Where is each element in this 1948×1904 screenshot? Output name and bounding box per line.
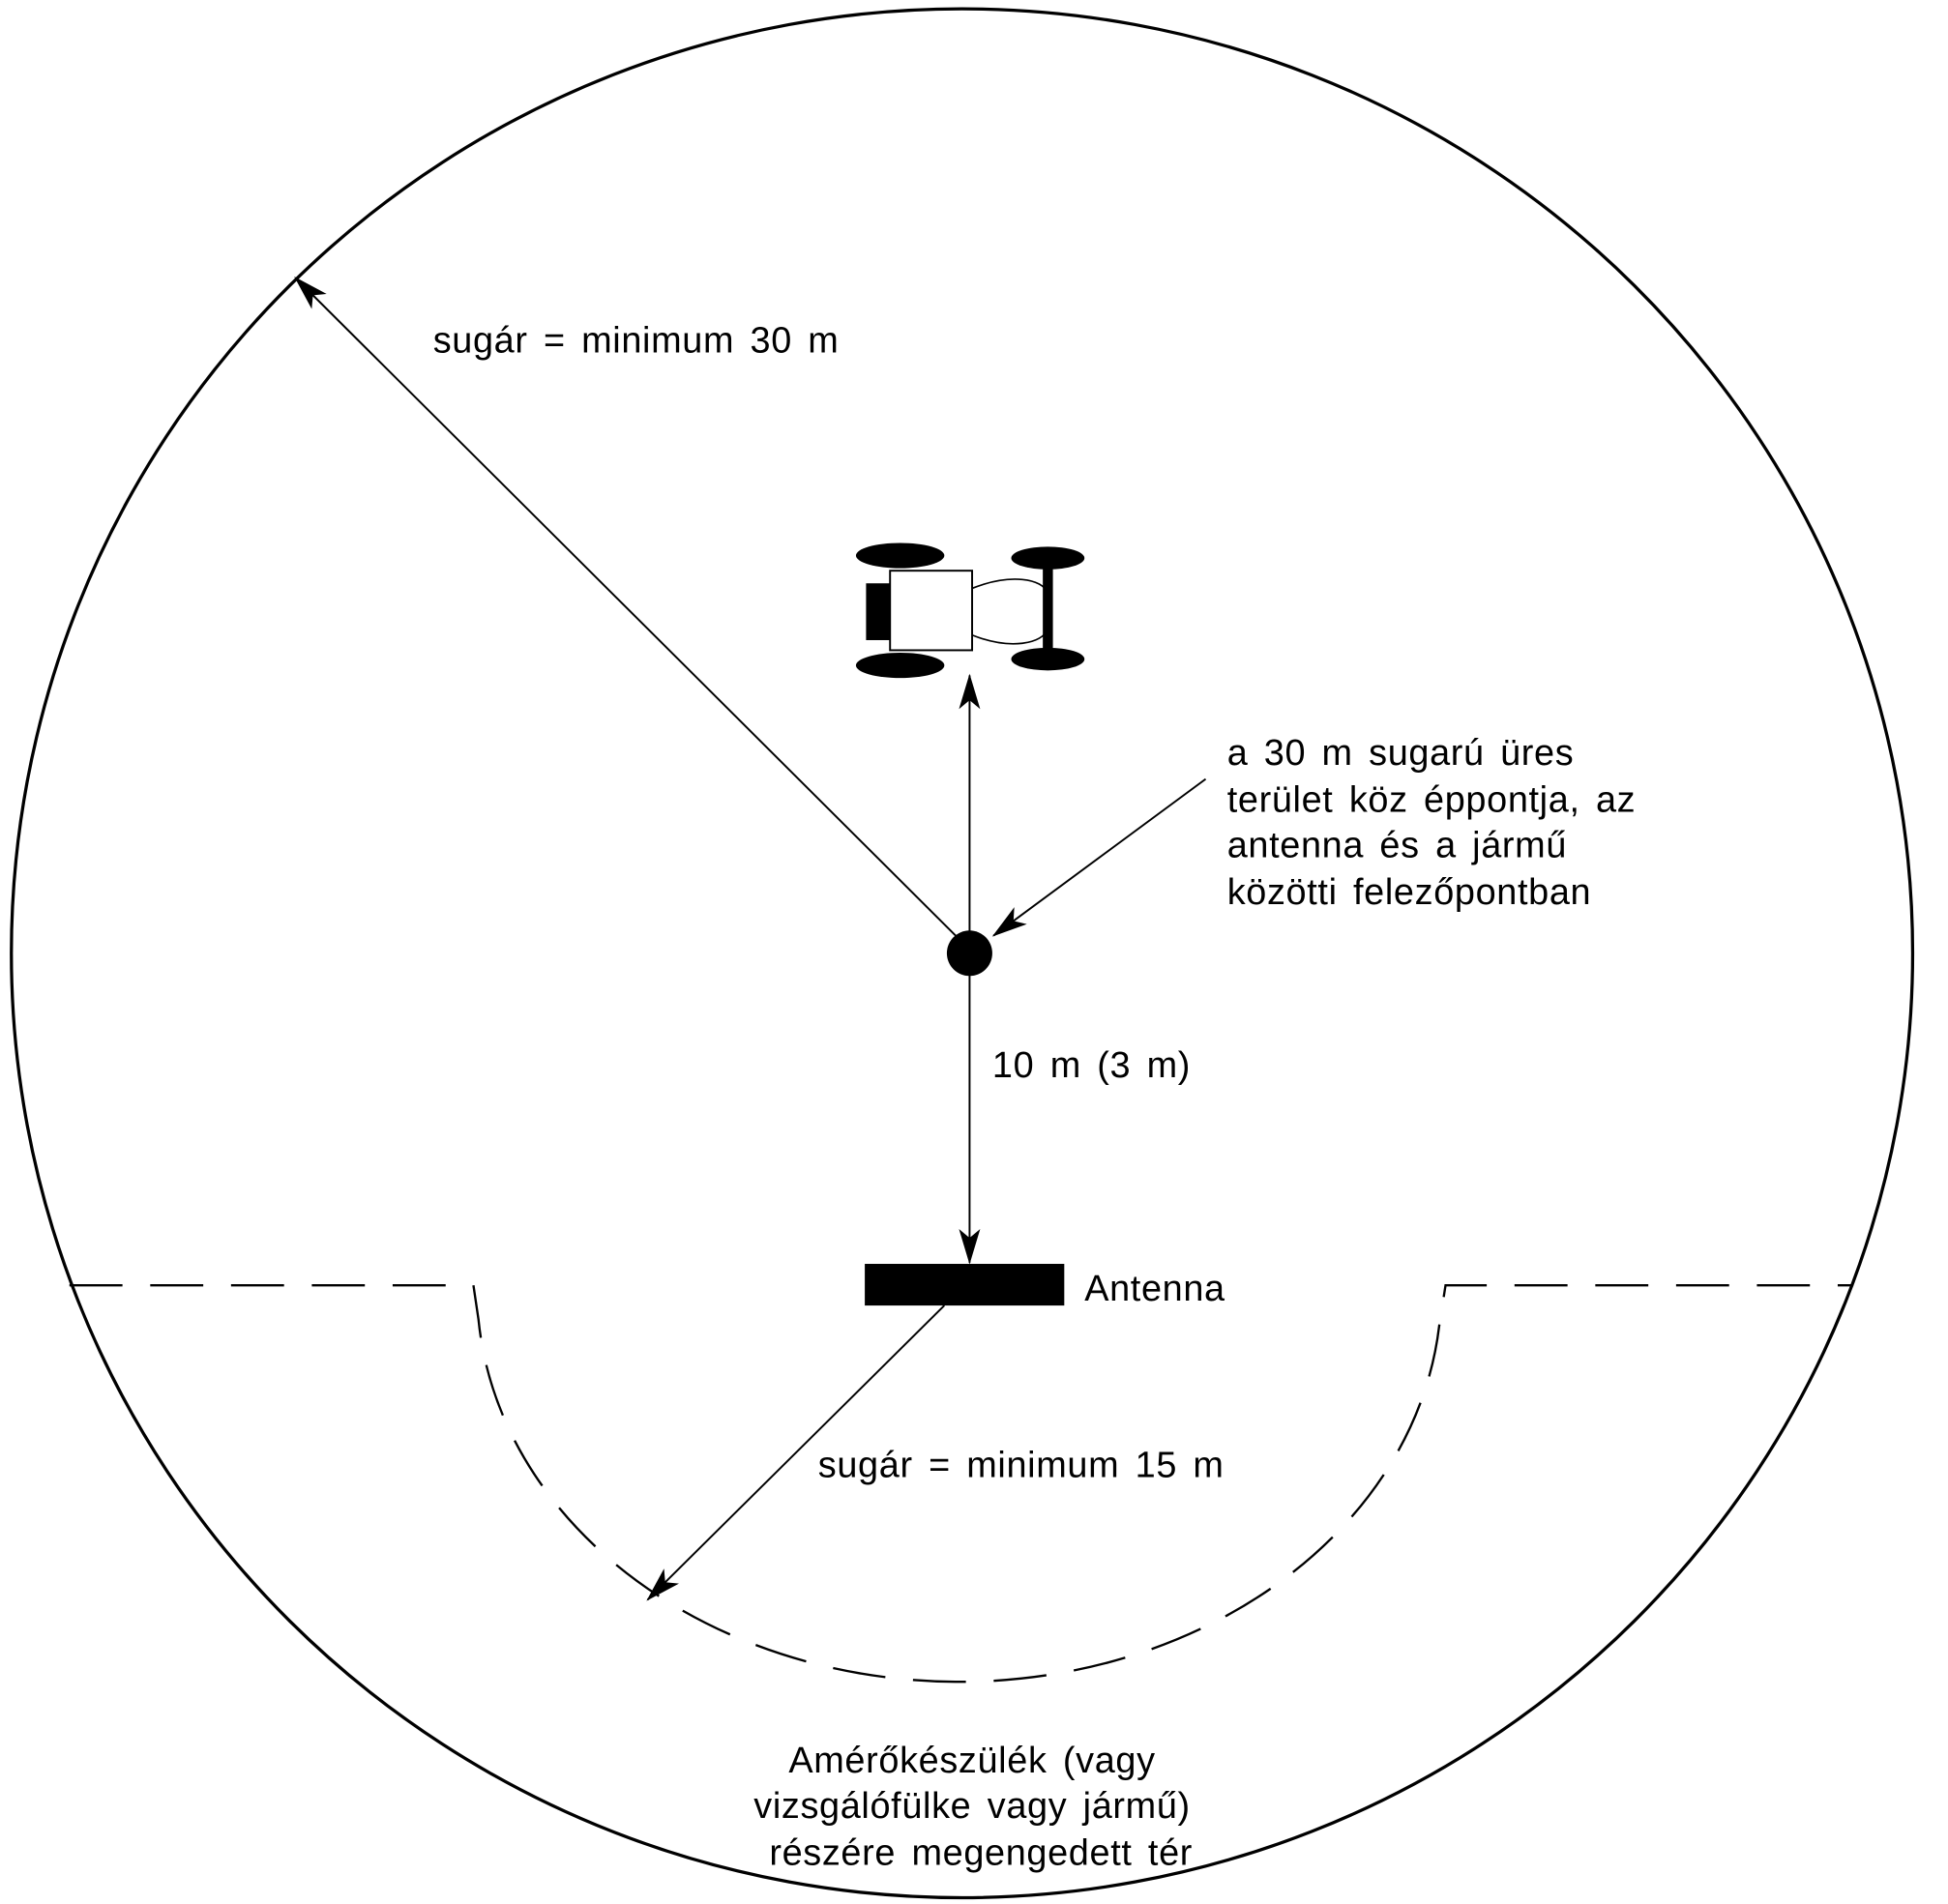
midpoint-note-line-3: antenna és a jármű xyxy=(1227,826,1567,866)
midpoint-dot xyxy=(946,930,992,977)
midpoint-note-line-1: a 30 m sugarú üres xyxy=(1227,733,1575,774)
permitted-area-line-3: részére megengedett tér xyxy=(769,1833,1193,1874)
radius-30-label: sugár = minimum 30 m xyxy=(433,320,840,361)
antenna-label: Antenna xyxy=(1084,1269,1225,1309)
vehicle-icon xyxy=(855,542,1085,679)
antenna-icon xyxy=(865,1264,1065,1306)
permitted-area-line-1: Amérőkészülék (vagy xyxy=(788,1741,1155,1781)
permitted-area-line-2: vizsgálófülke vagy jármű) xyxy=(753,1786,1191,1827)
distance-label: 10 m (3 m) xyxy=(992,1045,1191,1086)
radius-15-arrow xyxy=(646,1304,946,1601)
midpoint-note-line-2: terület köz éppontja, az xyxy=(1227,780,1637,821)
radius-15-label: sugár = minimum 15 m xyxy=(818,1446,1225,1486)
permitted-area-boundary xyxy=(69,1284,1854,1684)
midpoint-note-line-4: közötti felezőpontban xyxy=(1227,872,1592,913)
midpoint-pointer-arrow xyxy=(991,777,1207,937)
radius-30-arrow xyxy=(294,276,971,951)
outer-circle-30m xyxy=(10,7,1915,1900)
